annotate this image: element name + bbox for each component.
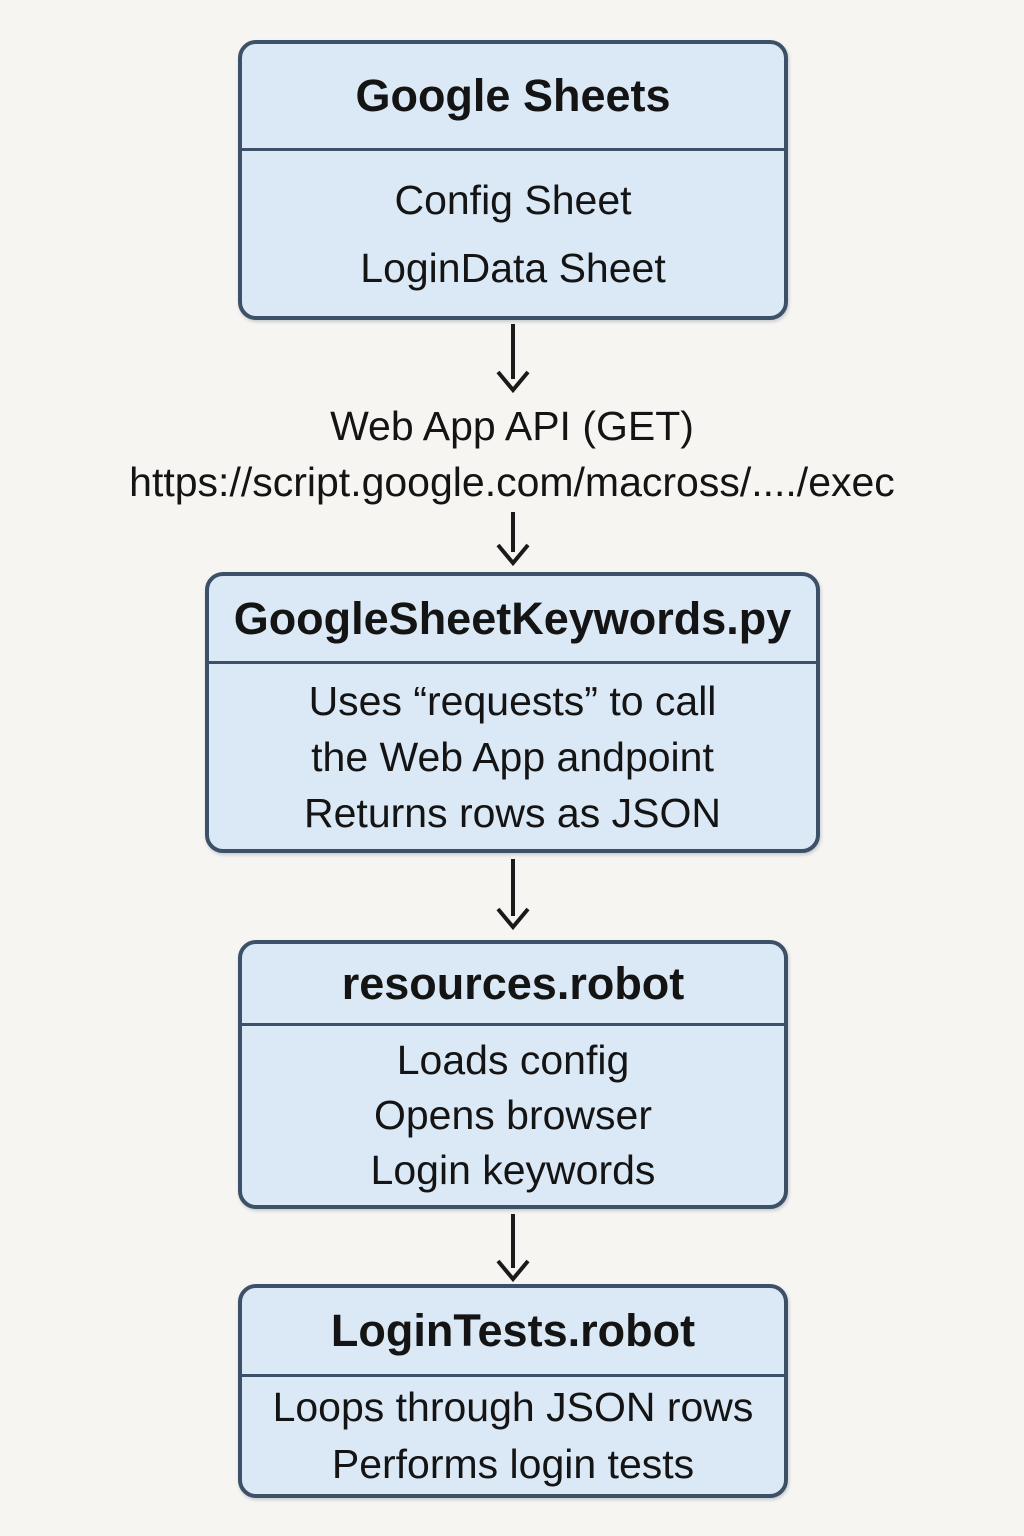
node-body-line: Loops through JSON rows — [272, 1383, 754, 1430]
arrow-down-icon — [491, 1212, 535, 1282]
connector-label: Web App API (GET) https://script.google.… — [0, 398, 1024, 510]
node-body-line: the Web App andpoint — [311, 733, 714, 780]
node-body-line: Config Sheet — [394, 176, 632, 223]
node-google-sheets-body: Config Sheet LoginData Sheet — [242, 151, 784, 316]
node-body-line: Performs login tests — [331, 1440, 695, 1487]
arrow-down-icon — [491, 510, 535, 566]
node-body-line: Opens browser — [373, 1092, 652, 1138]
node-google-sheets-title: Google Sheets — [242, 44, 784, 151]
node-googlesheetkeywords-py: GoogleSheetKeywords.py Uses “requests” t… — [205, 572, 820, 853]
node-resources-robot-title: resources.robot — [242, 944, 784, 1026]
connector-label-line2: https://script.google.com/macross/..../e… — [129, 459, 895, 505]
node-body-line: Uses “requests” to call — [308, 677, 717, 724]
node-body-line: LoginData Sheet — [360, 244, 666, 291]
node-logintests-robot-body: Loops through JSON rows Performs login t… — [242, 1377, 784, 1494]
node-resources-robot: resources.robot Loads config Opens brows… — [238, 940, 788, 1209]
node-googlesheetkeywords-py-title: GoogleSheetKeywords.py — [209, 576, 816, 664]
node-logintests-robot-title: LoginTests.robot — [242, 1288, 784, 1377]
node-logintests-robot: LoginTests.robot Loops through JSON rows… — [238, 1284, 788, 1498]
node-body-line: Returns rows as JSON — [304, 789, 721, 836]
arrow-down-icon — [491, 857, 535, 930]
arrow-down-icon — [491, 322, 535, 393]
node-google-sheets: Google Sheets Config Sheet LoginData She… — [238, 40, 788, 320]
node-googlesheetkeywords-py-body: Uses “requests” to call the Web App andp… — [209, 664, 816, 849]
node-body-line: Login keywords — [370, 1147, 656, 1193]
node-body-line: Loads config — [396, 1037, 630, 1083]
connector-label-line1: Web App API (GET) — [330, 403, 694, 449]
node-resources-robot-body: Loads config Opens browser Login keyword… — [242, 1026, 784, 1205]
